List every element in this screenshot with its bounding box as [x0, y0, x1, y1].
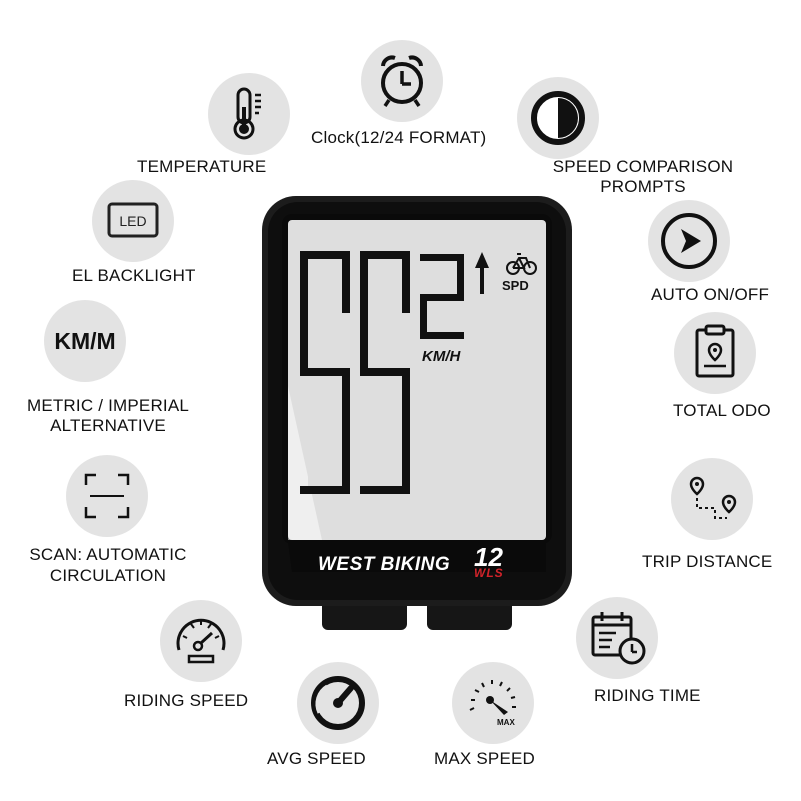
main-digit-1: [300, 251, 350, 494]
model-suffix: WLS: [474, 566, 504, 580]
total-odo-icon-circle: [674, 312, 756, 394]
scan-frame-icon: [84, 473, 130, 519]
half-circle-contrast-icon: [531, 91, 585, 145]
max-badge: MAX: [497, 718, 515, 727]
speed-up-arrow-icon: [475, 252, 489, 294]
temperature-label: TEMPERATURE: [137, 157, 267, 176]
clock-icon-circle: [361, 40, 443, 122]
riding-speed-icon-circle: [160, 600, 242, 682]
scan-icon-circle: [66, 455, 148, 537]
riding-time-icon-circle: [576, 597, 658, 679]
auto-on-off-icon-circle: [648, 200, 730, 282]
km-m-icon-circle: KM/M: [44, 300, 126, 382]
metric-imperial-label-line2: ALTERNATIVE: [50, 416, 166, 435]
speed-comparison-label-line2: PROMPTS: [600, 177, 686, 196]
temperature-icon-circle: [208, 73, 290, 155]
el-backlight-icon-circle: LED: [92, 180, 174, 262]
km-m-badge: KM/M: [54, 328, 116, 354]
max-speed-icon-circle: MAX: [452, 662, 534, 744]
trip-distance-icon-circle: [671, 458, 753, 540]
brand-name: WEST BIKING: [318, 554, 451, 575]
auto-on-off-label: AUTO ON/OFF: [651, 285, 770, 304]
avg-speed-icon-circle: [297, 662, 379, 744]
led-badge: LED: [119, 213, 147, 229]
speed-comparison-icon-circle: [517, 77, 599, 159]
alarm-clock-icon: [381, 55, 423, 107]
avg-speed-label: AVG SPEED: [267, 749, 366, 768]
bike-computer-device: KM/H SPD WEST BIKING 12 WLS: [262, 196, 572, 630]
scan-label-line1: SCAN: AUTOMATIC: [29, 545, 187, 564]
led-screen-icon: [107, 202, 159, 238]
scan-label-line2: CIRCULATION: [49, 566, 167, 585]
unit-label: KM/H: [422, 348, 461, 365]
thermometer-icon: [233, 87, 261, 140]
riding-time-label: RIDING TIME: [594, 686, 701, 705]
play-arrow-icon: [661, 213, 717, 269]
model-number: 12: [474, 542, 503, 572]
speedometer-icon: [176, 618, 226, 664]
max-speed-label: MAX SPEED: [434, 749, 535, 768]
speed-comparison-label-line1: SPEED COMPARISON: [552, 157, 734, 176]
max-gauge-icon: MAX: [469, 680, 516, 727]
main-digit-2: [360, 251, 410, 494]
metric-imperial-label-line1: METRIC / IMPERIAL: [26, 396, 190, 415]
calendar-clock-icon: [591, 612, 646, 665]
gauge-icon: [311, 676, 365, 730]
clipboard-location-icon: [695, 324, 735, 378]
bicycle-icon: [506, 253, 537, 275]
route-pins-icon: [689, 476, 737, 519]
riding-speed-label: RIDING SPEED: [124, 691, 249, 710]
sub-digit: [420, 254, 464, 339]
mode-label: SPD: [502, 278, 529, 293]
el-backlight-label: EL BACKLIGHT: [72, 266, 196, 285]
total-odo-label: TOTAL ODO: [673, 401, 771, 420]
device-body: [262, 196, 572, 630]
trip-distance-label: TRIP DISTANCE: [642, 552, 773, 571]
clock-label: Clock(12/24 FORMAT): [311, 128, 487, 147]
